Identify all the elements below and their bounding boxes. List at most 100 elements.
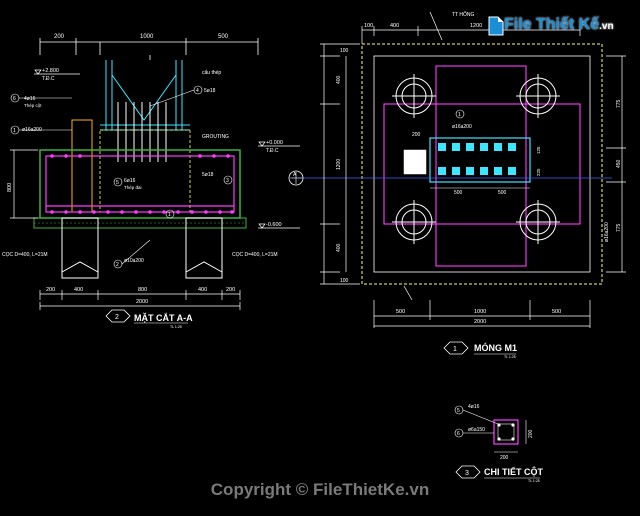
- file-icon: [488, 16, 504, 36]
- level-top-label: T.Đ.C: [42, 76, 55, 82]
- plinth-outline: [99, 129, 191, 213]
- plan-dim-bot-2: 1000: [474, 309, 486, 315]
- detail-rebar-main: 4ø16: [468, 404, 480, 410]
- plan-dim-top-2: 400: [390, 23, 399, 29]
- section-aa-top-dims: [39, 38, 259, 60]
- plan-m1-badge: 1: [453, 346, 457, 353]
- axis-label: A: [293, 172, 297, 178]
- plan-rebar: [383, 65, 581, 267]
- logo-name: File Thiết Kế: [504, 16, 600, 33]
- pile-right-label: CỌC D=400, L=21M: [232, 252, 278, 258]
- plan-rebar-top: ø16a200: [452, 124, 472, 130]
- rebar-5o18: 5ø18: [204, 88, 216, 94]
- plan-outline-outer: [361, 43, 603, 285]
- rebar-o10a200: ø10a200: [124, 258, 144, 264]
- plan-inner-dim-5: 225: [536, 168, 541, 176]
- pedestal-column: [71, 119, 93, 213]
- marker-5: 5: [116, 180, 119, 186]
- logo-text: File Thiết Kế.vn: [504, 16, 614, 34]
- plan-marker: 1: [458, 112, 461, 118]
- plan-dim-top-3: 1200: [470, 23, 482, 29]
- dim-bot-2: 400: [74, 287, 83, 293]
- plan-dim-right-3: 775: [616, 223, 622, 232]
- column-detail: 5 6 4ø16 ø6a150 200 200 3 CHI TIẾT CỘT T…: [454, 404, 543, 483]
- level-mid: +0.000: [266, 140, 283, 146]
- plan-rebar-right: ø16a200: [604, 222, 610, 242]
- dim-bot-4: 400: [198, 287, 207, 293]
- marker-6: 6: [13, 96, 16, 102]
- copyright-watermark: Copyright © FileThietKe.vn: [210, 480, 430, 499]
- plan-dim-left-2: 400: [336, 75, 342, 84]
- rebar-4o16: 4ø16: [24, 96, 36, 102]
- plan-m1-scale: TL 1:25: [504, 355, 516, 359]
- plan-base-plate: [403, 137, 531, 183]
- plan-dim-top-label: TT HỐNG: [452, 11, 475, 18]
- rebar-o16a200: ø16a200: [22, 127, 42, 133]
- level-mid-label: T.Đ.C: [266, 148, 279, 154]
- section-aa-scale: TL 1:25: [170, 325, 182, 329]
- plan-dim-left-4: 400: [336, 243, 342, 252]
- dim-top-2: 1000: [140, 34, 154, 40]
- marker-4: 4: [196, 88, 199, 94]
- plan-inner-dim-4: 125: [536, 146, 541, 154]
- plan-inner-dim-2: 500: [454, 190, 463, 196]
- dim-top-3: 500: [218, 34, 229, 40]
- rebar-6o16-sub: Thép đai: [124, 185, 142, 190]
- plan-dim-top-1: 100: [364, 23, 373, 29]
- piles: [61, 217, 223, 279]
- marker-1b: 1: [168, 212, 171, 218]
- dim-bot-3: 800: [138, 287, 147, 293]
- plan-piles: [392, 74, 560, 244]
- detail-marker-tie: 6: [457, 431, 460, 437]
- filethietke-logo: [488, 12, 636, 42]
- steel-column: [100, 60, 190, 131]
- dim-bot-1: 200: [46, 287, 55, 293]
- plan-dim-total: 2000: [474, 319, 486, 325]
- plan-dim-left-3: 1200: [336, 159, 342, 170]
- grouting: GROUTING: [202, 134, 229, 140]
- rebar-dots: [50, 154, 234, 214]
- detail-scale: TL 1:25: [528, 479, 540, 483]
- rebar-6o16: 6ø16: [124, 178, 136, 184]
- marker-2: 2: [116, 262, 119, 268]
- section-aa: 200 1000 500 +2.800 T.Đ.C +0.000 T.Đ.C -…: [2, 34, 300, 329]
- dim-top-1: 200: [54, 34, 65, 40]
- anchor-bolts: [117, 102, 167, 162]
- axis-marker: [288, 170, 304, 186]
- plan-dim-left-1: 100: [340, 48, 349, 54]
- plan-m1-title: MÓNG M1: [474, 342, 517, 353]
- steel-cap: cẩu thép: [202, 69, 221, 76]
- detail-dim-bottom: 200: [500, 455, 509, 461]
- marker-3: 3: [226, 178, 229, 184]
- detail-marker-main: 5: [457, 408, 460, 414]
- marker-1: 1: [13, 128, 16, 134]
- plan-inner-dim-3: 500: [498, 190, 507, 196]
- plan-dim-right-2: 450: [616, 159, 622, 168]
- plan-m1: 100 400 1200 TT HỐNG: [288, 11, 626, 359]
- footing-rebar: [45, 155, 235, 213]
- detail-dim-right: 200: [528, 429, 534, 438]
- rebar-4o16-sub: Thép cột: [24, 103, 42, 108]
- footing-concrete: [39, 149, 241, 219]
- section-aa-title: MẶT CẮT A-A: [134, 313, 193, 323]
- plan-outline-inner: [373, 55, 591, 273]
- dim-bot-5: 200: [226, 287, 235, 293]
- level-bot: -0.600: [266, 222, 282, 228]
- logo-suffix: .vn: [599, 21, 614, 32]
- dim-total: 2000: [136, 299, 148, 305]
- plan-inner-dim-1: 200: [412, 132, 421, 138]
- detail-badge: 3: [465, 470, 469, 477]
- detail-title: CHI TIẾT CỘT: [484, 466, 543, 477]
- section-aa-badge: 2: [115, 314, 119, 321]
- plan-dim-left-5: 100: [340, 278, 349, 284]
- plan-dim-right-1: 775: [616, 99, 622, 108]
- dim-left: 800: [7, 183, 13, 192]
- plan-dim-bot-1: 500: [396, 309, 405, 315]
- plan-dim-bot-3: 500: [552, 309, 561, 315]
- level-top: +2.800: [42, 68, 59, 74]
- pile-left-label: CỌC D=400, L=21M: [2, 252, 48, 258]
- column-tie: [493, 419, 519, 445]
- detail-rebar-tie: ø6a150: [468, 427, 485, 433]
